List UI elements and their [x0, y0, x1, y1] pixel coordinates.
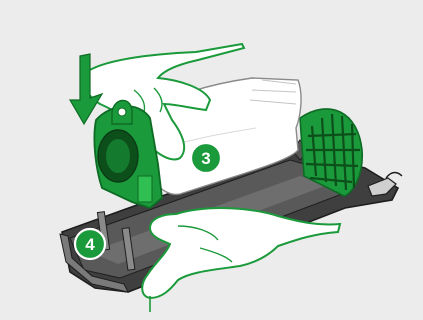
- step-4-number: 4: [85, 235, 95, 254]
- step-4-badge: 4: [75, 229, 105, 259]
- step-3-badge: 3: [191, 143, 221, 173]
- step-3-number: 3: [201, 149, 210, 168]
- lower-hand: [142, 208, 340, 312]
